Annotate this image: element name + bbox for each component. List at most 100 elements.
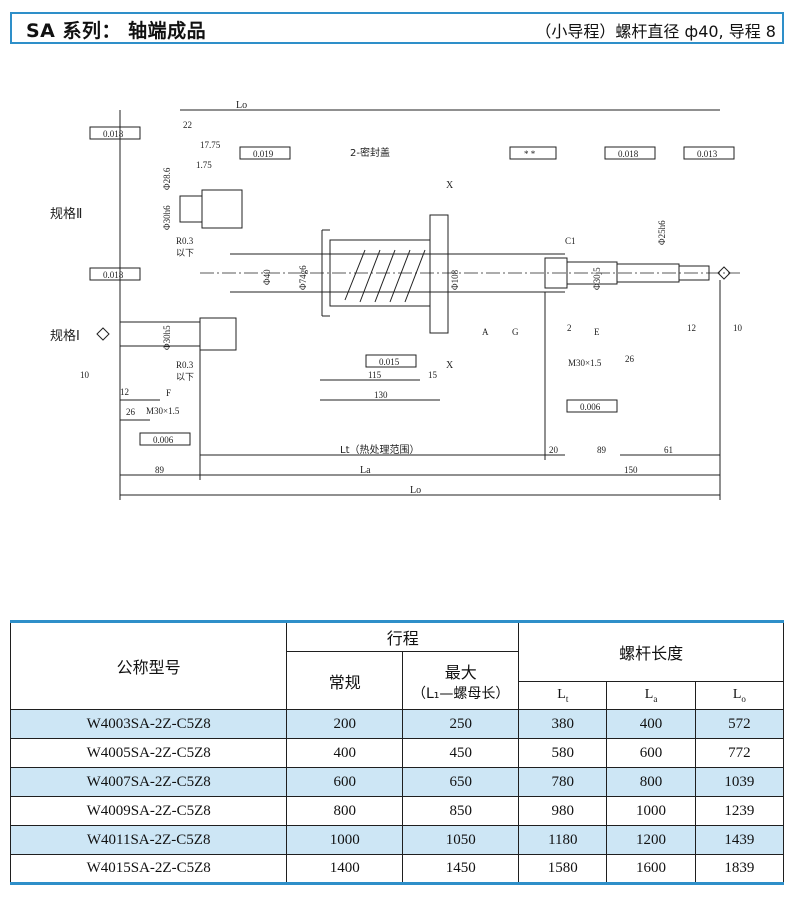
cell-max: 1450 (402, 854, 520, 885)
table-row: W4003SA-2Z-C5Z8 200 250 380 400 572 (9, 709, 785, 739)
m30-right: M30×1.5 (568, 358, 602, 368)
cell-max: 1050 (402, 825, 520, 855)
cell-normal: 400 (286, 738, 404, 768)
cell-la: 1000 (606, 796, 696, 826)
tol-2: 0.018 (103, 270, 124, 280)
dim-26a: 26 (126, 407, 136, 417)
cell-lt: 980 (518, 796, 608, 826)
datum-a: A (482, 327, 489, 337)
tol-6: 0.006 (153, 435, 174, 445)
x-label-bottom: X (446, 360, 454, 371)
r03-b: R0.3 (176, 360, 194, 370)
col-max-line2: （L₁—螺母长） (411, 685, 510, 702)
cell-lo: 1439 (694, 825, 785, 855)
tol-7: 0.018 (618, 149, 639, 159)
spec1-label: 规格Ⅰ (50, 328, 80, 344)
dim-130: 130 (374, 390, 388, 400)
dim-115: 115 (368, 370, 382, 380)
r03-a: R0.3 (176, 236, 194, 246)
table-row: W4009SA-2Z-C5Z8 800 850 980 1000 1239 (9, 796, 785, 826)
col-la-letter: L (644, 687, 654, 703)
seal-label: 2-密封盖 (350, 146, 390, 159)
cell-lt: 1580 (518, 854, 608, 885)
tol-star: * * (524, 149, 536, 159)
col-normal: 常规 (286, 651, 404, 710)
datum-g: G (512, 327, 519, 337)
dia-40: Φ40 (262, 269, 272, 285)
ixia-a: 以下 (176, 249, 194, 259)
dim-61: 61 (664, 445, 673, 455)
ixia-b: 以下 (176, 373, 194, 383)
cell-lo: 1239 (694, 796, 785, 826)
tol-5: 0.006 (580, 402, 601, 412)
cell-lt: 580 (518, 738, 608, 768)
cell-model: W4003SA-2Z-C5Z8 (9, 709, 288, 739)
cell-lo: 1839 (694, 854, 785, 885)
page-title: SA 系列： 轴端成品 (26, 20, 207, 42)
dim-10b: 10 (733, 323, 743, 333)
datum-f: F (166, 388, 171, 398)
cell-normal: 600 (286, 767, 404, 797)
cell-normal: 1400 (286, 854, 404, 885)
lo-top-label: Lo (236, 100, 247, 111)
cell-max: 250 (402, 709, 520, 739)
cell-lt: 780 (518, 767, 608, 797)
cell-normal: 800 (286, 796, 404, 826)
cell-model: W4005SA-2Z-C5Z8 (9, 738, 288, 768)
dim-22: 22 (183, 120, 192, 130)
cell-la: 1200 (606, 825, 696, 855)
col-stroke: 行程 (286, 620, 520, 652)
dim-1775: 17.75 (200, 140, 221, 150)
dim-2: 2 (567, 323, 572, 333)
dia-30c: Φ30j5 (592, 267, 602, 290)
tol-3: 0.019 (253, 149, 274, 159)
col-lt: Lt (518, 681, 608, 710)
dia-30b: Φ30h5 (162, 325, 172, 350)
cell-normal: 1000 (286, 825, 404, 855)
dim-26b: 26 (625, 354, 635, 364)
la-label: La (360, 465, 371, 476)
dim-150: 150 (624, 465, 638, 475)
page-subtitle: （小导程）螺杆直径 ф40, 导程 8 (535, 22, 776, 41)
cell-max: 850 (402, 796, 520, 826)
dia-25: Φ25h6 (657, 220, 667, 245)
col-lo: Lo (694, 681, 785, 710)
table-row: W4007SA-2Z-C5Z8 600 650 780 800 1039 (9, 767, 785, 797)
tol-4: 0.015 (379, 357, 400, 367)
cell-model: W4011SA-2Z-C5Z8 (9, 825, 288, 855)
col-lo-letter: L (732, 687, 742, 703)
col-la-sub: a (653, 693, 658, 704)
cell-lo: 1039 (694, 767, 785, 797)
m30-left: M30×1.5 (146, 406, 180, 416)
lo-label: Lo (410, 485, 421, 496)
dim-12b: 12 (687, 323, 696, 333)
cell-model: W4015SA-2Z-C5Z8 (9, 854, 288, 885)
dim-89b: 89 (597, 445, 607, 455)
dia-28: Φ28.6 (162, 167, 172, 190)
cell-la: 600 (606, 738, 696, 768)
col-lt-letter: L (557, 687, 566, 703)
tol-8: 0.013 (697, 149, 718, 159)
col-la: La (606, 681, 696, 710)
cell-max: 450 (402, 738, 520, 768)
dia-74: Φ74g6 (298, 265, 308, 290)
cell-model: W4009SA-2Z-C5Z8 (9, 796, 288, 826)
dim-89a: 89 (155, 465, 165, 475)
dim-12a: 12 (120, 387, 129, 397)
cell-lo: 772 (694, 738, 785, 768)
cell-la: 800 (606, 767, 696, 797)
tol-1: 0.018 (103, 129, 124, 139)
cell-normal: 200 (286, 709, 404, 739)
spec2-label: 规格Ⅱ (50, 206, 82, 222)
dia-108: Φ108 (450, 269, 460, 290)
cell-la: 1600 (606, 854, 696, 885)
col-lo-sub: o (741, 693, 746, 704)
col-max: 最大 （L₁—螺母长） (402, 651, 520, 710)
cell-lo: 572 (694, 709, 785, 739)
cell-la: 400 (606, 709, 696, 739)
table-row: W4011SA-2Z-C5Z8 1000 1050 1180 1200 1439 (9, 825, 785, 855)
dia-30a: Φ30h6 (162, 205, 172, 230)
dim-10a: 10 (80, 370, 90, 380)
cell-lt: 380 (518, 709, 608, 739)
cell-lt: 1180 (518, 825, 608, 855)
